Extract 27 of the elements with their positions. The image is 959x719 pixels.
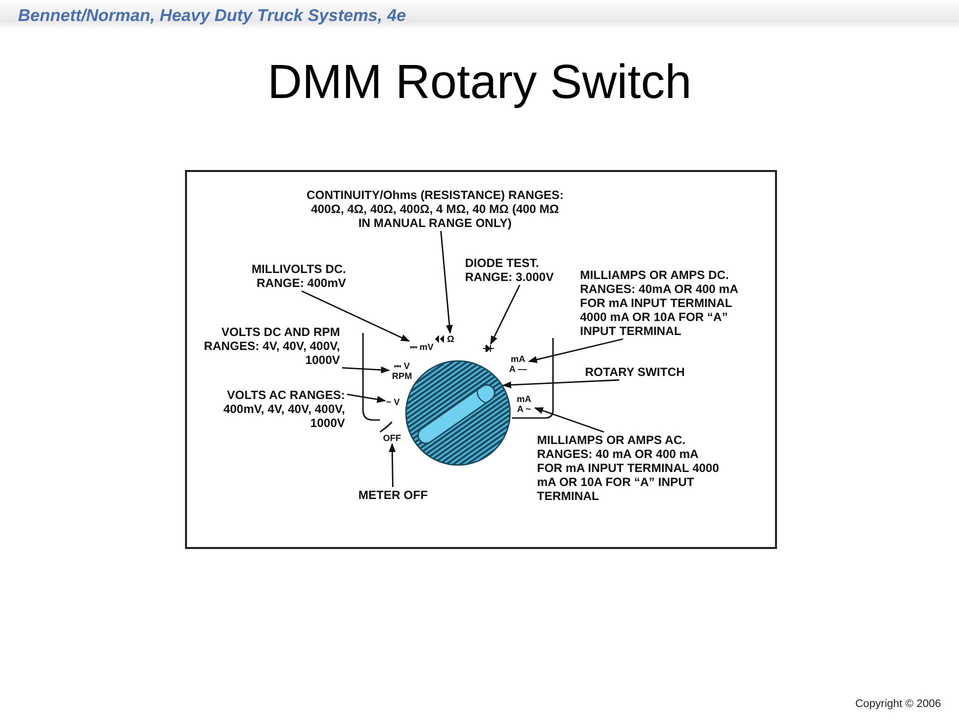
- callout-text: METER OFF: [348, 488, 438, 502]
- leader-arrow: [388, 443, 396, 488]
- switch-position-label: Ω: [447, 334, 454, 344]
- callout-text: MILLIAMPS OR AMPS AC. RANGES: 40 mA OR 400 mA FOR mA INPUT TERMINAL 4000 mA OR 10A FOR “A” INPUT TERMINAL: [537, 433, 722, 503]
- callout-text: MILLIAMPS OR AMPS DC. RANGES: 40mA OR 400 mA FOR mA INPUT TERMINAL 4000 mA OR 10A FOR “A” INPUT TERMINAL: [580, 268, 760, 338]
- switch-position-label: ⎓ mV: [410, 342, 434, 352]
- leader-arrow: [502, 379, 620, 388]
- leader-arrow: [490, 284, 520, 345]
- switch-position-label: ~ V: [386, 397, 400, 407]
- leader-arrow: [528, 338, 624, 363]
- callout-text: VOLTS AC RANGES: 400mV, 4V, 40V, 400V, 1000V: [205, 388, 345, 430]
- header-citation: Bennett/Norman, Heavy Duty Truck Systems, 4e: [18, 6, 406, 26]
- callout-text: MILLIVOLTS DC. RANGE: 400mV: [216, 262, 346, 290]
- switch-position-label: OFF: [383, 433, 401, 443]
- leader-arrow: [301, 290, 410, 342]
- switch-position-label: mA A —: [508, 354, 528, 374]
- leader-arrow: [346, 394, 386, 403]
- callout-text: ROTARY SWITCH: [585, 365, 705, 379]
- callout-text: CONTINUITY/Ohms (RESISTANCE) RANGES: 400Ω, 4Ω, 40Ω, 400Ω, 4 MΩ, 40 MΩ (400 MΩ IN MANUAL RANGE ONLY): [305, 188, 565, 230]
- copyright-text: Copyright © 2006: [855, 698, 941, 710]
- callout-text: VOLTS DC AND RPM RANGES: 4V, 40V, 400V, 1000V: [190, 325, 340, 367]
- switch-position-label: mA A ~: [514, 394, 534, 414]
- leader-arrow: [440, 230, 453, 334]
- leader-arrow: [342, 366, 390, 374]
- switch-position-label: ⎓ V RPM: [390, 361, 414, 381]
- leader-arrow: [534, 407, 604, 433]
- slide-title: DMM Rotary Switch: [266, 55, 693, 110]
